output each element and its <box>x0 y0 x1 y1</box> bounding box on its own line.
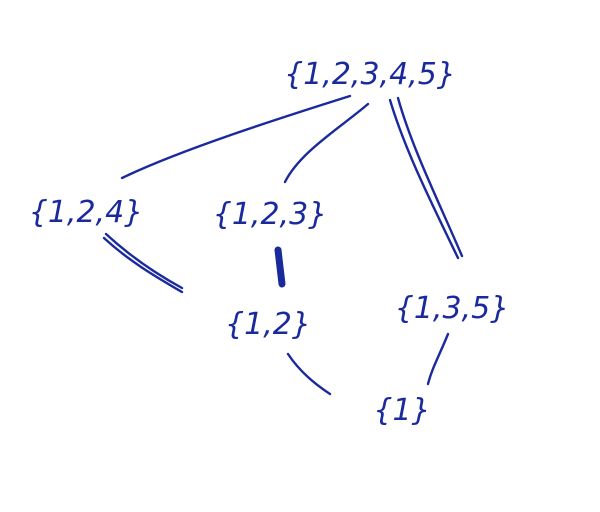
node-bottom-set: {1} <box>373 393 430 428</box>
node-lower-right-set: {1,3,5} <box>395 291 510 326</box>
diagram-nodes: {1,2,3,4,5} {1,2,4} {1,2,3} {1,2} {1,3,5… <box>29 57 510 428</box>
edge-top-to-lower-right-double <box>396 96 464 258</box>
edge-left-to-lower-left <box>102 236 184 294</box>
diagram-edges <box>102 94 464 396</box>
node-middle-set: {1,2,3} <box>213 197 328 232</box>
edge-top-to-middle <box>283 102 370 184</box>
edge-top-to-lower-right <box>388 98 460 260</box>
edge-top-to-left <box>120 94 352 180</box>
node-top-set: {1,2,3,4,5} <box>284 57 456 92</box>
edge-middle-to-lower-left <box>274 246 286 288</box>
edge-left-to-lower-left-double <box>104 232 184 290</box>
edge-lower-left-to-bottom <box>286 352 332 396</box>
node-lower-left-set: {1,2} <box>225 307 311 342</box>
node-left-set: {1,2,4} <box>29 195 144 230</box>
edge-lower-right-to-bottom <box>426 332 450 386</box>
